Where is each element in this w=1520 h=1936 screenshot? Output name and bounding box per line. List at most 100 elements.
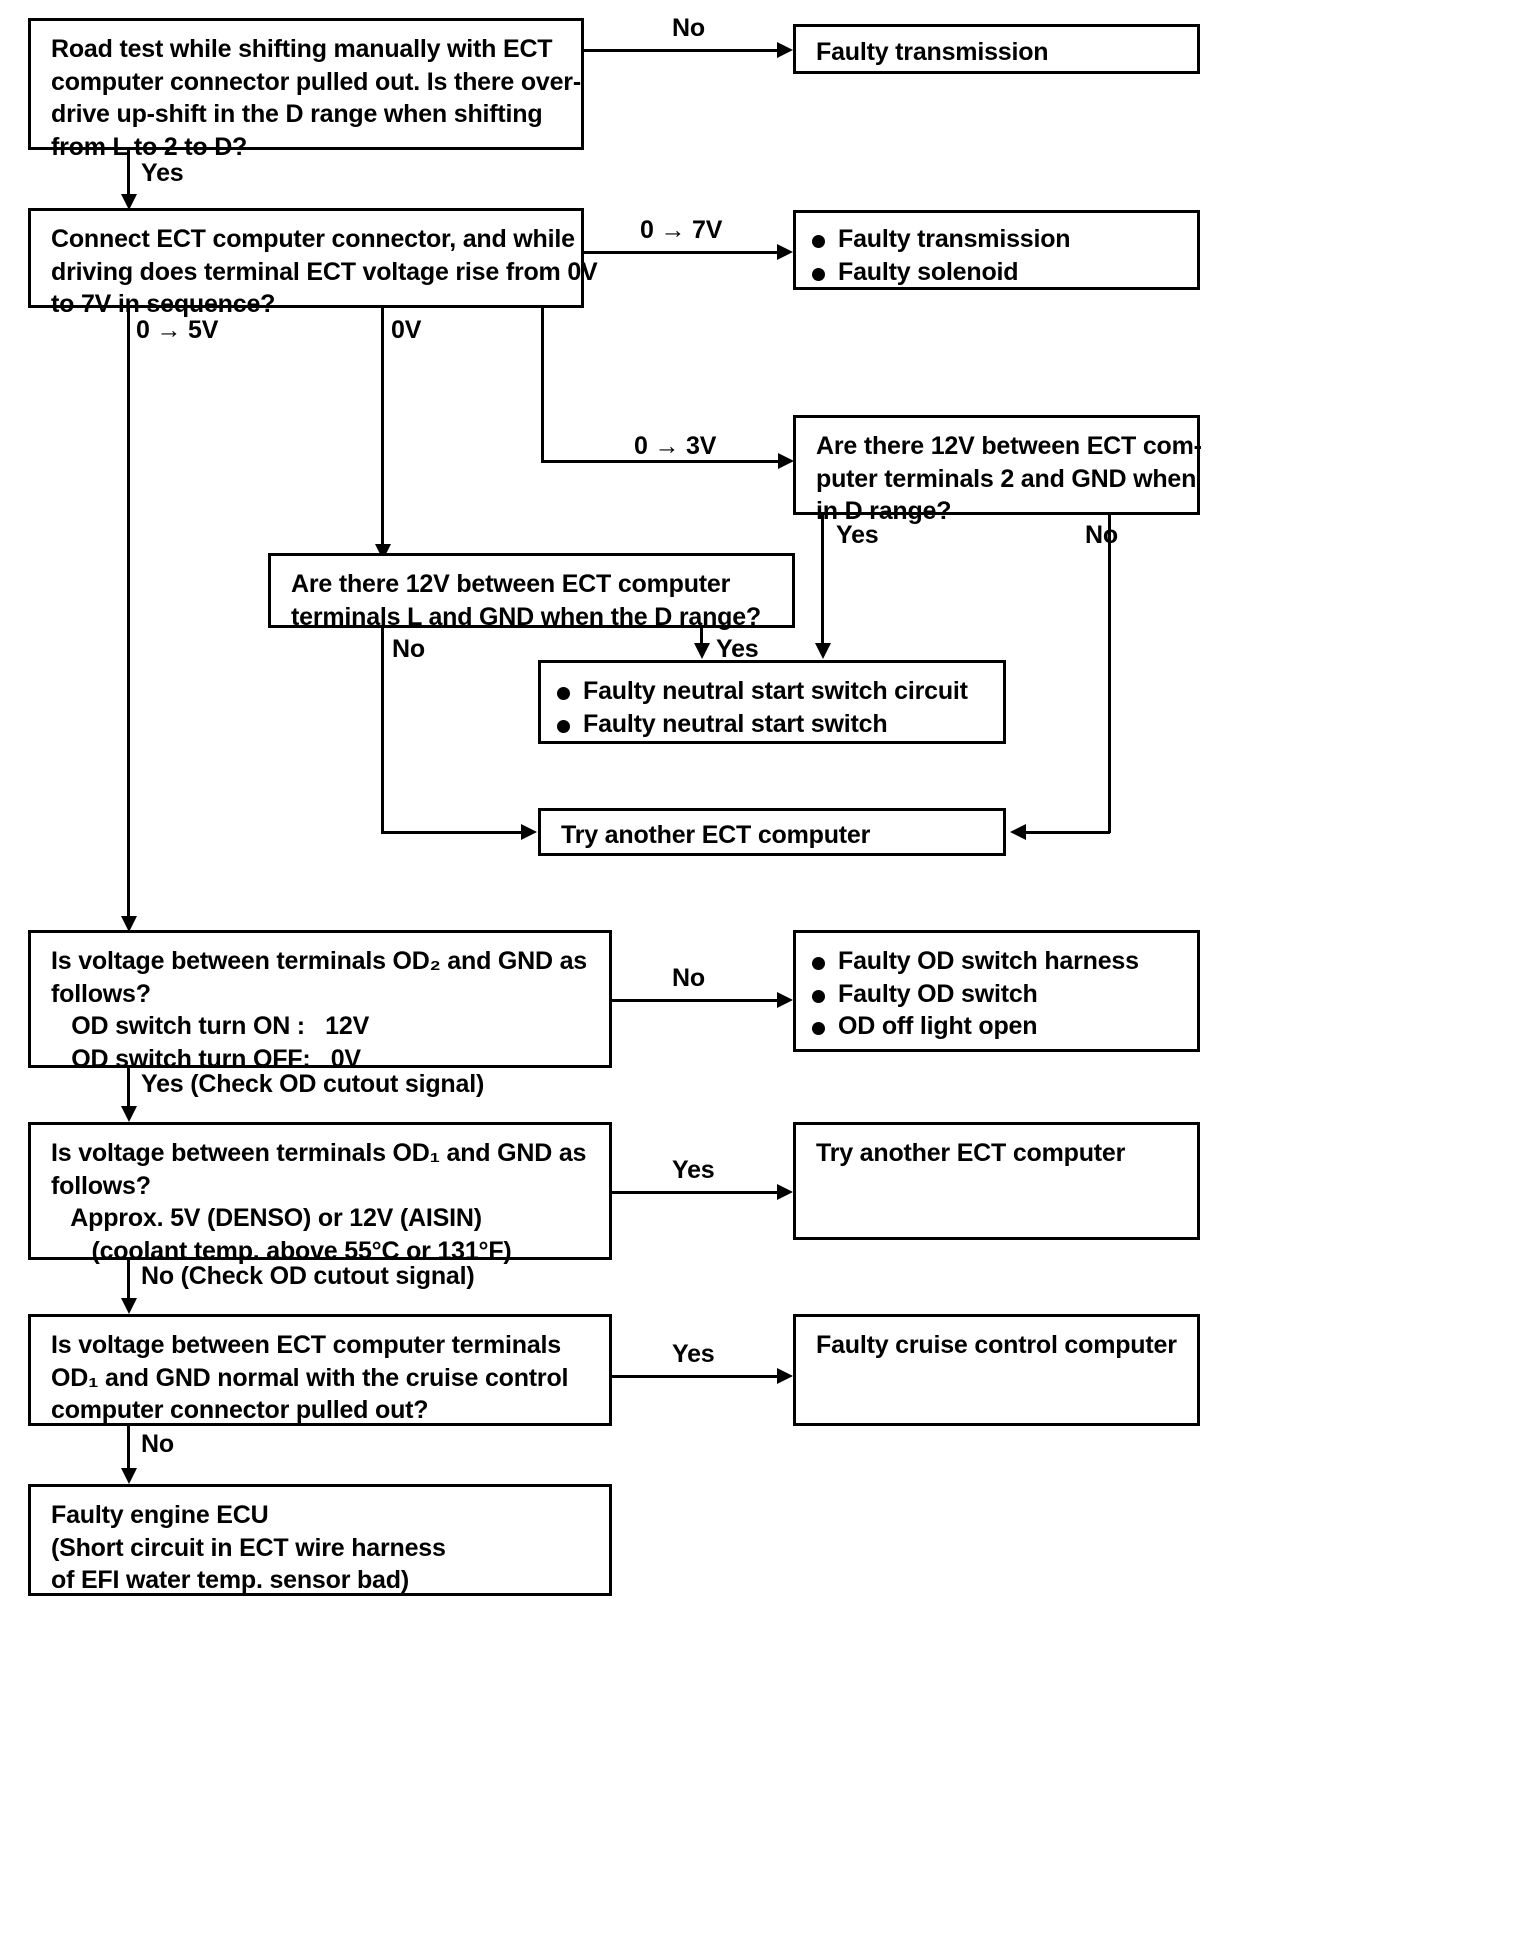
edge-b7-to-od-switch-faults [612,999,780,1002]
edge-b4-yes-to-b5 [700,628,703,647]
box-line: Faulty transmission [816,38,1049,66]
bullet-item: Faulty neutral start switch [549,708,995,741]
arrowhead-down [121,194,137,210]
arrowhead-down [694,643,710,659]
box-line: follows? [51,1171,151,1200]
arrowhead-down [121,1468,137,1484]
edge-b8-to-b9 [127,1260,130,1302]
decision-box-od1-voltage: Is voltage between terminals OD₁ and GND… [28,1122,612,1265]
arrowhead-right [778,453,794,469]
edge-b1-to-b2 [127,150,130,198]
edge-label-yes: Yes [836,521,879,549]
edge-label-0-to-5v: 0 → 5V [136,316,219,344]
edge-b2-to-b3-vertical [541,308,544,463]
box-line: follows? [51,979,151,1008]
edge-b2-to-b7 [127,308,130,920]
bullet-item: Faulty OD switch [804,978,1189,1011]
box-line: computer connector pulled out. Is there … [51,67,581,96]
edge-label-yes: Yes [672,1340,715,1368]
bullet-item: Faulty neutral start switch circuit [549,675,995,708]
edge-b9-to-faulty-cruise-control [612,1375,780,1378]
edge-label-0-to-3v: 0 → 3V [634,432,717,460]
bullet-item: Faulty solenoid [804,256,1189,289]
box-line: to 7V in sequence? [51,290,276,318]
edge-label-no: No [672,964,705,992]
box-line: Is voltage between terminals OD₂ and GND… [51,947,587,975]
box-line: drive up-shift in the D range when shift… [51,100,543,128]
box-line: puter terminals 2 and GND when [816,464,1197,493]
arrowhead-down [121,916,137,932]
decision-box-cruise-control-pulled: Is voltage between ECT computer terminal… [28,1314,612,1426]
decision-box-12v-terminal-l: Are there 12V between ECT computer termi… [268,553,795,631]
box-line: OD₁ and GND normal with the cruise contr… [51,1363,569,1392]
arrowhead-right [777,42,793,58]
arrowhead-down [121,1298,137,1314]
edge-label-no: No [672,14,705,42]
decision-box-od2-voltage: Is voltage between terminals OD₂ and GND… [28,930,612,1073]
edge-label-yes: Yes [672,1156,715,1184]
box-line: Approx. 5V (DENSO) or 12V (AISIN) [51,1204,482,1232]
result-box-try-another-ect-computer-2: Try another ECT computer [793,1122,1200,1240]
bullet-item: Faulty OD switch harness [804,945,1189,978]
box-line: of EFI water temp. sensor bad) [51,1566,409,1594]
result-box-neutral-start-switch: Faulty neutral start switch circuit Faul… [538,660,1006,744]
box-line: OD switch turn ON : 12V [51,1012,370,1040]
box-line: terminals L and GND when the D range? [291,602,761,631]
edge-label-no: No [392,635,425,663]
edge-b7-to-b8 [127,1068,130,1110]
result-box-transmission-solenoid: Faulty transmission Faulty solenoid [793,210,1200,290]
box-line: Try another ECT computer [561,821,871,849]
result-box-od-switch-faults: Faulty OD switch harness Faulty OD switc… [793,930,1200,1052]
box-line: from L to 2 to D? [51,132,248,161]
edge-b3-no-to-b6-vertical [1108,515,1111,833]
edge-label-yes-check-od-cutout: Yes (Check OD cutout signal) [141,1070,485,1098]
box-line: Connect ECT computer connector, and whil… [51,225,575,253]
arrowhead-down [815,643,831,659]
box-line: Are there 12V between ECT com- [816,432,1202,460]
result-box-faulty-engine-ecu: Faulty engine ECU (Short circuit in ECT … [28,1484,612,1596]
edge-label-yes: Yes [141,159,184,187]
box-line: Faulty engine ECU [51,1501,269,1529]
box-line: Faulty cruise control computer [816,1331,1177,1359]
arrowhead-right [777,1368,793,1384]
arrowhead-right [777,244,793,260]
edge-label-no: No [1085,521,1118,549]
box-line: (coolant temp. above 55°C or 131°F) [51,1236,512,1265]
edge-b3-no-to-b6-horizontal [1018,831,1110,834]
box-line: computer connector pulled out? [51,1396,429,1424]
result-box-faulty-transmission: Faulty transmission [793,24,1200,74]
box-line: (Short circuit in ECT wire harness [51,1533,446,1562]
box-line: Is voltage between terminals OD₁ and GND… [51,1139,587,1167]
edge-label-no-check-od-cutout: No (Check OD cutout signal) [141,1262,475,1290]
box-line: Are there 12V between ECT computer [291,570,731,598]
box-line: driving does terminal ECT voltage rise f… [51,257,598,286]
decision-box-road-test: Road test while shifting manually with E… [28,18,584,161]
decision-box-connect-ect: Connect ECT computer connector, and whil… [28,208,598,318]
edge-label-0-to-7v: 0 → 7V [640,216,723,244]
edge-b8-to-try-another-ect [612,1191,780,1194]
edge-b3-yes-to-b5 [821,515,824,647]
result-box-faulty-cruise-control-computer: Faulty cruise control computer [793,1314,1200,1426]
arrowhead-right [777,1184,793,1200]
bullet-item: OD off light open [804,1010,1189,1043]
edge-b4-no-to-b6-horizontal [381,831,523,834]
edge-b1-to-faulty-transmission [584,49,780,52]
edge-b4-no-to-b6-vertical [381,628,384,833]
result-box-try-another-ect-computer: Try another ECT computer [538,808,1006,856]
edge-b2-to-faulty-transmission-solenoid [584,251,780,254]
box-line: Try another ECT computer [816,1139,1126,1167]
arrowhead-right [521,824,537,840]
arrowhead-left [1010,824,1026,840]
arrowhead-down [121,1106,137,1122]
edge-label-0v: 0V [391,316,422,344]
edge-label-no: No [141,1430,174,1458]
decision-box-12v-terminal-2: Are there 12V between ECT com- puter ter… [793,415,1202,525]
box-line: in D range? [816,497,952,525]
box-line: Is voltage between ECT computer terminal… [51,1331,561,1359]
edge-b2-to-b3-horizontal [541,460,781,463]
edge-b2-to-b4 [381,308,384,548]
box-line: OD switch turn OFF: 0V [51,1044,361,1073]
edge-b9-to-b10 [127,1426,130,1472]
bullet-item: Faulty transmission [804,223,1189,256]
